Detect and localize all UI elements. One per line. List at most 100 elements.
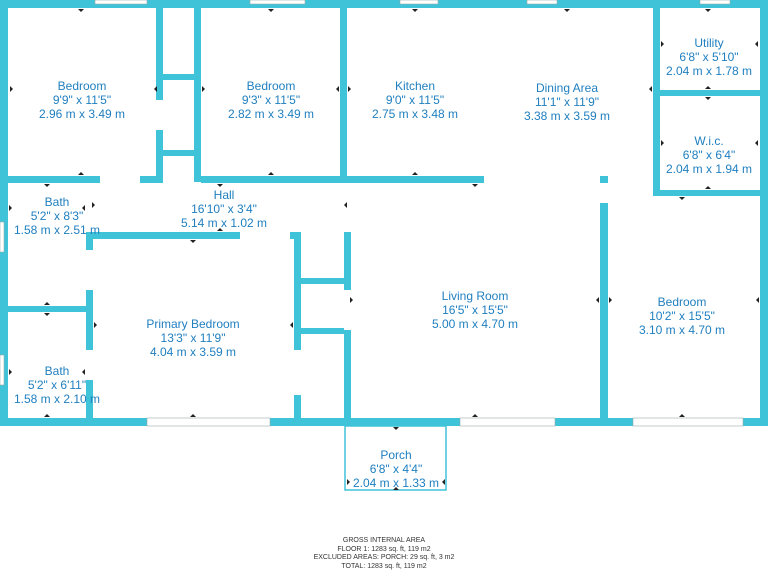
dimension-arrow — [609, 297, 612, 303]
dimension-arrow — [649, 86, 652, 92]
room-imperial: 13'3" x 11'9" — [160, 331, 226, 345]
wall-segment — [760, 0, 768, 426]
door-opening — [86, 350, 93, 380]
room-name: Bath — [44, 195, 70, 209]
room-porch: Porch 6'8" x 4'4" 2.04 m x 1.33 m — [353, 448, 439, 490]
room-imperial: 6'8" x 6'4" — [682, 148, 736, 162]
summary-floor: FLOOR 1: 1283 sq. ft, 119 m2 — [337, 545, 431, 553]
room-metric: 4.04 m x 3.59 m — [149, 345, 237, 359]
room-bath-2: Bath 5'2" x 6'11" 1.58 m x 2.10 m — [14, 364, 100, 406]
room-metric: 2.04 m x 1.78 m — [665, 64, 753, 78]
wall-segment — [653, 190, 760, 196]
dimension-arrow — [344, 202, 347, 208]
dimension-arrow — [202, 86, 205, 92]
dimension-arrow — [755, 140, 758, 146]
room-metric: 5.14 m x 1.02 m — [180, 216, 268, 230]
room-metric: 2.96 m x 3.49 m — [38, 107, 126, 121]
dimension-arrow — [393, 487, 399, 490]
room-name: Bedroom — [57, 79, 107, 93]
wall-segment — [156, 150, 201, 156]
summary-excluded: EXCLUDED AREAS: PORCH: 29 sq. ft, 3 m2 — [313, 554, 455, 561]
room-imperial: 5'2" x 8'3" — [30, 209, 84, 223]
dimension-arrow — [268, 172, 274, 175]
door-opening — [600, 183, 608, 203]
door-opening — [240, 232, 290, 239]
dimension-arrow — [217, 184, 223, 187]
dimension-arrow — [9, 369, 12, 375]
room-living-room: Living Room 16'5" x 15'5" 5.00 m x 4.70 … — [432, 289, 518, 331]
room-dining-area: Dining Area 11'1" x 11'9" 3.38 m x 3.59 … — [524, 81, 610, 123]
room-metric: 3.38 m x 3.59 m — [523, 109, 611, 123]
dimension-arrow — [190, 414, 196, 417]
room-name: W.i.c. — [694, 134, 724, 148]
room-bedroom-2: Bedroom 9'3" x 11'5" 2.82 m x 3.49 m — [228, 79, 314, 121]
room-metric: 1.58 m x 2.51 m — [13, 223, 101, 237]
room-imperial: 6'8" x 5'10" — [679, 50, 739, 64]
dimension-arrow — [9, 205, 12, 211]
dimension-arrow — [44, 414, 50, 417]
dimension-markers — [9, 9, 759, 490]
wall-segment — [600, 176, 608, 418]
window — [699, 0, 731, 5]
dimension-arrow — [705, 186, 711, 189]
room-name: Bath — [44, 364, 70, 378]
wall-segment — [86, 232, 93, 418]
room-name: Bedroom — [246, 79, 296, 93]
room-metric: 5.00 m x 4.70 m — [431, 317, 519, 331]
wall-segment — [201, 176, 484, 183]
wall-segment — [340, 0, 347, 176]
wall-segment — [156, 74, 201, 80]
room-utility: Utility 6'8" x 5'10" 2.04 m x 1.78 m — [666, 36, 752, 78]
door-opening — [294, 350, 301, 395]
wall-segment — [653, 90, 768, 96]
door-opening — [170, 176, 194, 183]
wall-segment — [0, 176, 163, 183]
dimension-arrow — [347, 479, 350, 485]
window — [632, 417, 744, 427]
window — [526, 0, 558, 5]
door-opening — [344, 290, 351, 330]
room-imperial: 9'3" x 11'5" — [241, 93, 301, 107]
room-name: Dining Area — [535, 81, 599, 95]
dimension-arrow — [78, 172, 84, 175]
dimension-arrow — [217, 228, 223, 231]
room-bedroom-1: Bedroom 9'9" x 11'5" 2.96 m x 3.49 m — [39, 79, 125, 121]
window — [0, 221, 5, 253]
room-kitchen: Kitchen 9'0" x 11'5" 2.75 m x 3.48 m — [372, 79, 458, 121]
dimension-arrow — [472, 414, 478, 417]
window — [249, 0, 306, 5]
wall-segment — [156, 0, 163, 182]
room-imperial: 10'2" x 15'5" — [649, 309, 715, 323]
dimension-arrow — [82, 369, 85, 375]
walls — [0, 0, 768, 491]
room-imperial: 11'1" x 11'9" — [534, 95, 600, 109]
dimension-arrow — [756, 297, 759, 303]
dimension-arrow — [154, 86, 157, 92]
door-opening — [86, 250, 93, 290]
wall-segment — [0, 306, 86, 312]
dimension-arrow — [190, 240, 196, 243]
wall-segment — [194, 0, 201, 182]
wall-segment — [0, 0, 8, 426]
room-name: Living Room — [441, 289, 509, 303]
wall-segment — [301, 278, 344, 284]
wall-segment — [0, 0, 768, 8]
dimension-arrow — [412, 172, 418, 175]
room-name: Utility — [694, 36, 724, 50]
room-imperial: 9'9" x 11'5" — [52, 93, 112, 107]
room-bath-1: Bath 5'2" x 8'3" 1.58 m x 2.51 m — [14, 195, 100, 237]
window — [146, 417, 271, 427]
room-imperial: 16'10" x 3'4" — [191, 202, 257, 216]
wall-segment — [301, 328, 344, 334]
wall-segment — [294, 232, 301, 418]
dimension-arrow — [661, 140, 664, 146]
dimension-arrow — [442, 479, 445, 485]
room-hall: Hall 16'10" x 3'4" 5.14 m x 1.02 m — [181, 188, 267, 230]
dimension-arrow — [679, 197, 685, 200]
room-metric: 2.04 m x 1.94 m — [665, 162, 753, 176]
dimension-arrow — [705, 9, 711, 12]
dimension-arrow — [755, 41, 758, 47]
room-metric: 2.04 m x 1.33 m — [352, 476, 440, 490]
window — [399, 0, 439, 5]
